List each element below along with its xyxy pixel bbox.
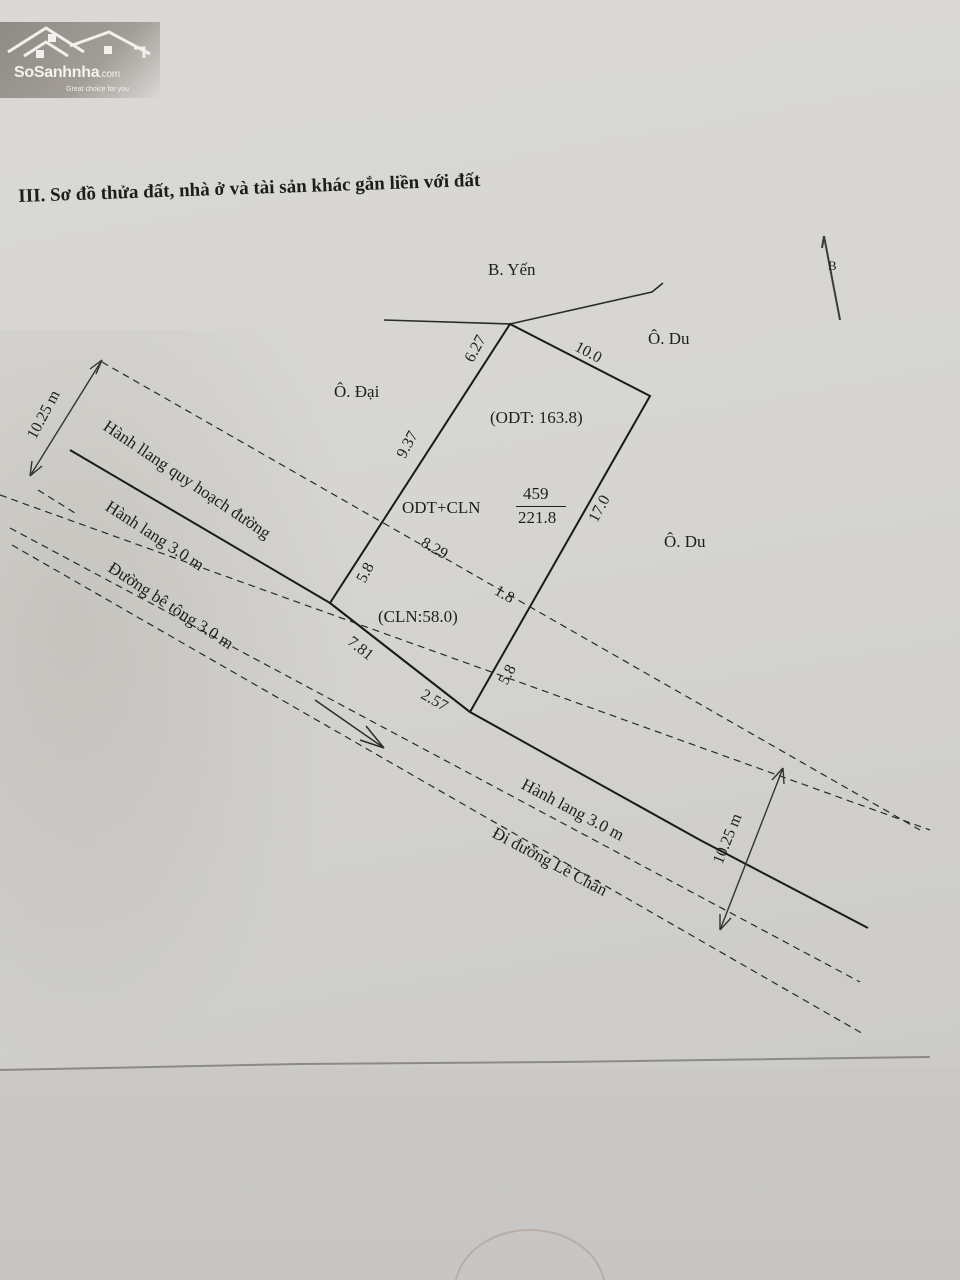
fraction-bar [516, 506, 566, 507]
odt-zone-label: (ODT: 163.8) [490, 408, 583, 427]
land-use-label: ODT+CLN [402, 498, 481, 517]
neighbor-east-top-label: Ô. Du [648, 329, 690, 348]
cln-zone-label: (CLN:58.0) [378, 607, 458, 626]
stamp-mark [455, 1229, 605, 1280]
road-edge-line [69, 449, 869, 929]
width-arrow-left [29, 359, 103, 477]
neighbor-east-label: Ô. Du [664, 532, 706, 551]
watermark-slogan: Great choice for you [66, 86, 130, 93]
direction-arrow-icon [314, 699, 385, 749]
watermark-brand: SoSanhnha.com [14, 64, 120, 81]
parcel-number: 459 [523, 484, 549, 503]
house-roof-icon [7, 26, 151, 58]
width-arrow-right [719, 767, 785, 931]
north-arrow-label: B [828, 258, 837, 273]
watermark-logo: SoSanhnha.com Great choice for you [0, 22, 160, 98]
total-area: 221.8 [518, 508, 557, 527]
planning-corridor-line [0, 494, 931, 831]
corridor-upper-line [101, 361, 921, 831]
neighbor-west-label: Ô. Đại [334, 382, 380, 401]
neighbor-north-label: B. Yến [488, 260, 536, 279]
page-edge-line [0, 1056, 931, 1071]
paper-shadow [0, 330, 360, 1070]
road-outer-edge [11, 544, 866, 1036]
north-boundary [383, 282, 664, 325]
north-arrow-icon [821, 235, 841, 321]
concrete-road-edge [9, 527, 861, 983]
